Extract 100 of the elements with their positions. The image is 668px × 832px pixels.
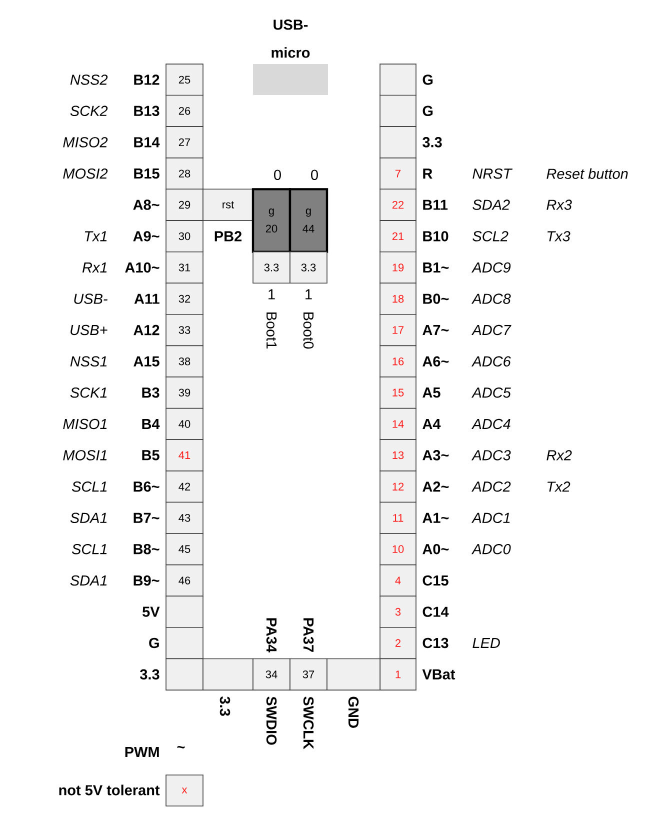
pin-cell: 13 — [380, 439, 416, 472]
jumper-pin: g 20 — [252, 188, 292, 253]
pin-cell: 37 — [290, 658, 328, 690]
pin-function: Tx2 — [548, 482, 570, 492]
pin-name: A5 — [422, 388, 440, 398]
pin-cell: 45 — [166, 533, 204, 566]
pin-function: ADC9 — [471, 262, 511, 273]
pin-cell: 15 — [380, 376, 416, 409]
pin-name: G — [422, 106, 433, 116]
pin-name: C13 — [422, 638, 448, 648]
pin-name: A11 — [134, 294, 160, 304]
pin-name: G — [149, 638, 159, 648]
pin-cell — [380, 126, 416, 158]
pin-function: ADC4 — [471, 418, 510, 430]
pin-cell: 3.3 — [252, 251, 290, 284]
pin-cell: 32 — [166, 282, 204, 315]
pin-cell: 40 — [166, 408, 204, 440]
pin-function: Tx1 — [84, 231, 107, 242]
pin-name: B9~ — [134, 575, 160, 586]
pin-function: SCL2 — [472, 231, 508, 242]
jumper-label: Boot1 — [266, 312, 277, 348]
pin-name: B1~ — [423, 262, 449, 272]
usb-port — [253, 64, 328, 95]
pin-name: A12 — [134, 324, 160, 336]
pin-cell: 31 — [166, 251, 204, 284]
pin-name: B15 — [134, 168, 160, 179]
pin-function: NRST — [472, 168, 513, 179]
pin-cell: 3.3 — [290, 251, 328, 284]
pin-function: ADC0 — [471, 544, 511, 554]
pin-function: ADC5 — [471, 387, 511, 398]
connector-label: USB- micro — [272, 20, 310, 58]
pin-name: 3.3 — [140, 669, 160, 680]
pin-name: A1~ — [422, 512, 449, 523]
pin-name: B4 — [142, 419, 160, 429]
pin-name: 3.3 — [220, 696, 230, 716]
pin-name: A0~ — [422, 544, 449, 554]
pin-name: A3~ — [422, 450, 449, 460]
pin-function: SCL1 — [72, 481, 107, 492]
pin-function: NSS2 — [70, 74, 108, 85]
pin-function: ADC2 — [471, 481, 511, 492]
pin-cell: 42 — [166, 470, 204, 503]
pin-function: SDA1 — [70, 575, 107, 586]
pin-name: B14 — [134, 137, 160, 148]
pin-cell — [380, 94, 416, 127]
pin-cell: 7 — [380, 158, 416, 190]
pin-name: B11 — [423, 200, 448, 210]
pin-cell: 46 — [166, 564, 204, 597]
pin-name: PB2 — [214, 231, 242, 242]
pin-function: Tx3 — [548, 231, 570, 242]
pin-name: B8~ — [134, 544, 160, 554]
pin-name: A6~ — [422, 356, 449, 367]
pin-function: NSS1 — [70, 356, 107, 367]
pin-cell: 27 — [166, 126, 204, 158]
pin-name: B7~ — [134, 512, 160, 523]
pin-cell — [166, 626, 204, 660]
pin-name: B6~ — [134, 481, 160, 492]
pin-cell: 1 — [380, 658, 416, 690]
pin-name: A15 — [134, 356, 160, 366]
pin-name: R — [423, 168, 432, 179]
jumper-state: 0 — [311, 170, 318, 180]
pin-cell: 12 — [380, 470, 416, 503]
pin-cell: 38 — [166, 345, 204, 378]
pin-cell: 34 — [252, 658, 290, 690]
pin-name: 3.3 — [422, 137, 442, 148]
pin-function: USB- — [74, 294, 108, 304]
pin-function: MOSI1 — [63, 450, 107, 460]
pin-name: A8~ — [133, 200, 160, 210]
pin-cell: 26 — [166, 94, 204, 127]
pin-name: B10 — [423, 231, 448, 242]
pwm-symbol: ~ — [177, 746, 185, 748]
pin-cell — [380, 64, 416, 96]
pin-name: G — [422, 74, 433, 85]
pin-name: B3 — [142, 387, 160, 398]
pin-function: MISO2 — [63, 137, 108, 148]
pin-name: B5 — [142, 450, 160, 460]
pin-cell: 2 — [380, 626, 416, 660]
pin-name: SWDIO — [266, 696, 277, 745]
pin-cell: 11 — [380, 502, 416, 534]
jumper-state: 0 — [274, 170, 281, 180]
pin-cell: 29 — [166, 188, 204, 221]
pin-function: ADC1 — [471, 512, 510, 524]
pin-function: ADC6 — [471, 356, 511, 367]
pin-function: Reset button — [546, 168, 628, 179]
pin-function: SDA2 — [472, 200, 510, 210]
pin-cell: 21 — [380, 220, 416, 252]
pin-function: MISO1 — [63, 418, 107, 430]
pin-function: SCK2 — [70, 106, 108, 116]
legend-text: PWM — [125, 747, 159, 757]
pin-name: B13 — [134, 106, 160, 116]
pin-name: 5V — [142, 606, 160, 617]
pin-cell: rst — [202, 188, 254, 221]
pin-cell: 25 — [166, 64, 204, 96]
pin-function: SCK1 — [70, 387, 107, 398]
pin-name: PA37 — [303, 618, 314, 652]
pin-name: PA34 — [266, 618, 277, 652]
pin-cell: 28 — [166, 158, 204, 190]
pin-cell: 4 — [380, 564, 416, 597]
pin-cell: 41 — [166, 439, 204, 472]
pin-cell: 14 — [380, 408, 416, 440]
pin-name: C15 — [422, 575, 448, 586]
